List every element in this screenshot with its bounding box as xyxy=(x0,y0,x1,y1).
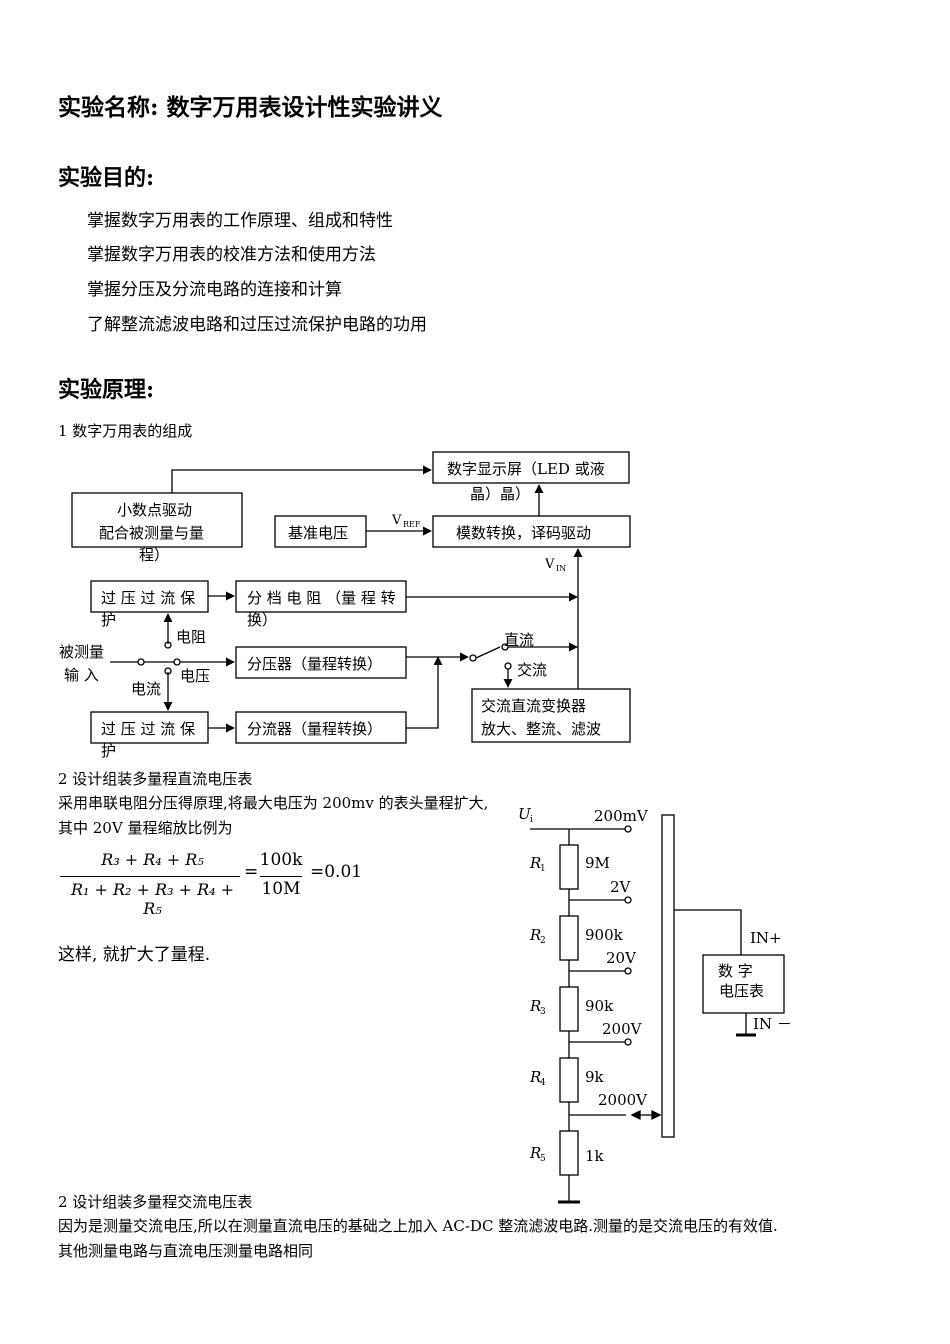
acdc-converter-box xyxy=(471,688,631,743)
resistance-label: 电阻 xyxy=(176,628,206,646)
range-200v: 200V xyxy=(602,1020,643,1038)
ac-text: 其他测量电路与直流电压测量电路相同 xyxy=(58,1242,314,1260)
range-2v: 2V xyxy=(610,878,632,896)
section-3-heading: 2 设计组装多量程交流电压表 xyxy=(58,1193,253,1211)
vref-label: V xyxy=(391,513,402,528)
purpose-item: 掌握数字万用表的工作原理、组成和特性 xyxy=(87,211,393,231)
decimal-driver-box xyxy=(71,492,243,548)
purpose-heading: 实验目的: xyxy=(58,165,155,191)
range-resistor-label: 换） xyxy=(247,611,277,629)
input-label: 被测量 xyxy=(59,643,104,661)
current-label: 电流 xyxy=(131,680,161,698)
block-diagram: 数字显示屏（LED 或液 晶）晶） 小数点驱动 配合被测量与量 程） 基准电压 … xyxy=(59,451,631,760)
r2-value: 900k xyxy=(585,926,624,944)
document-title: 实验名称: 数字万用表设计性实验讲义 xyxy=(58,94,443,121)
divider-circuit: U i 200mV 2V 20V 200V 2000V R 1 9M R 2 9… xyxy=(518,805,792,1204)
meter-label: 数 字 xyxy=(718,962,753,980)
dc-text: 其中 20V 量程缩放比例为 xyxy=(58,819,233,837)
range-2000v: 2000V xyxy=(598,1091,648,1109)
r3-value: 90k xyxy=(585,997,614,1015)
dc-text: 采用串联电阻分压得原理,将最大电压为 200mv 的表头量程扩大, xyxy=(58,794,489,812)
resistor-r1 xyxy=(559,844,579,890)
decimal-label: 配合被测量与量 xyxy=(99,524,204,542)
ac-text: 因为是测量交流电压,所以在测量直流电压的基础之上加入 AC-DC 整流滤波电路.… xyxy=(58,1217,778,1235)
ac-label: 交流 xyxy=(517,661,547,679)
formula-denominator: R₁ + R₂ + R₃ + R₄ + R₅ xyxy=(70,880,235,918)
display-label: 晶）晶） xyxy=(470,485,530,503)
r2-subscript: 2 xyxy=(540,936,546,946)
r1-label: R xyxy=(529,854,541,872)
protection-label: 过 压 过 流 保 xyxy=(101,589,195,607)
acdc-label: 放大、整流、滤波 xyxy=(481,720,601,738)
adc-label: 模数转换，译码驱动 xyxy=(456,524,591,542)
decimal-label: 小数点驱动 xyxy=(117,501,192,519)
formula-fraction-bar xyxy=(60,876,240,877)
range-200mv: 200mV xyxy=(594,807,649,825)
reference-label: 基准电压 xyxy=(288,524,348,542)
voltage-label: 电压 xyxy=(180,667,210,685)
r1-value: 9M xyxy=(585,854,610,872)
display-box xyxy=(432,451,630,484)
fraction-bar xyxy=(260,876,302,877)
r4-value: 9k xyxy=(585,1068,605,1086)
digital-voltmeter-box xyxy=(702,954,785,1014)
section-2-heading: 2 设计组装多量程直流电压表 xyxy=(58,770,253,788)
protection-label: 过 压 过 流 保 xyxy=(101,720,195,738)
r3-label: R xyxy=(529,997,541,1015)
formula-result: =0.01 xyxy=(310,862,363,882)
meter-label: 电压表 xyxy=(719,982,764,1000)
purpose-item: 了解整流滤波电路和过压过流保护电路的功用 xyxy=(87,315,427,335)
range-switch-bar xyxy=(661,814,675,1138)
resistor-r3 xyxy=(559,986,579,1032)
conclusion-text: 这样, 就扩大了量程. xyxy=(58,945,211,965)
display-label: 数字显示屏（LED 或液 xyxy=(447,460,605,478)
in-plus-label: IN+ xyxy=(750,929,782,947)
resistor-r4 xyxy=(559,1057,579,1103)
ui-subscript: i xyxy=(530,815,533,825)
dc-label: 直流 xyxy=(504,631,534,649)
decimal-label: 程） xyxy=(139,546,169,564)
vref-subscript: REF xyxy=(403,520,421,529)
equals-sign: = xyxy=(244,862,259,882)
divider-label: 分压器（量程转换） xyxy=(247,655,382,673)
fraction-denominator: 10M xyxy=(261,879,301,899)
input-label: 输 入 xyxy=(64,666,99,684)
principle-heading: 实验原理: xyxy=(58,377,155,403)
shunt-label: 分流器（量程转换） xyxy=(247,720,382,738)
divider-box xyxy=(235,646,407,679)
formula-numerator: R₃ + R₄ + R₅ xyxy=(101,850,204,869)
r4-label: R xyxy=(529,1068,541,1086)
r1-subscript: 1 xyxy=(540,864,546,874)
r5-subscript: 5 xyxy=(540,1154,546,1164)
r5-value: 1k xyxy=(585,1147,605,1165)
r5-label: R xyxy=(529,1144,541,1162)
r2-label: R xyxy=(529,926,541,944)
section-1-heading: 1 数字万用表的组成 xyxy=(58,422,193,440)
resistor-r2 xyxy=(559,915,579,961)
vin-subscript: IN xyxy=(556,564,566,573)
purpose-item: 掌握数字万用表的校准方法和使用方法 xyxy=(87,245,376,265)
range-20v: 20V xyxy=(606,949,637,967)
r4-subscript: 4 xyxy=(540,1078,546,1088)
in-minus-label: IN － xyxy=(753,1015,792,1033)
fraction-numerator: 100k xyxy=(259,850,303,870)
adc-box xyxy=(432,515,631,548)
resistor-r5 xyxy=(559,1130,579,1176)
acdc-label: 交流直流变换器 xyxy=(481,697,586,715)
purpose-item: 掌握分压及分流电路的连接和计算 xyxy=(87,280,342,300)
ui-label: U xyxy=(518,805,532,823)
protection-label: 护 xyxy=(101,611,116,629)
r3-subscript: 3 xyxy=(540,1007,546,1017)
protection-label: 护 xyxy=(101,742,116,760)
range-resistor-label: 分 档 电 阻 （量 程 转 xyxy=(247,589,396,607)
vin-label: V xyxy=(544,557,555,572)
